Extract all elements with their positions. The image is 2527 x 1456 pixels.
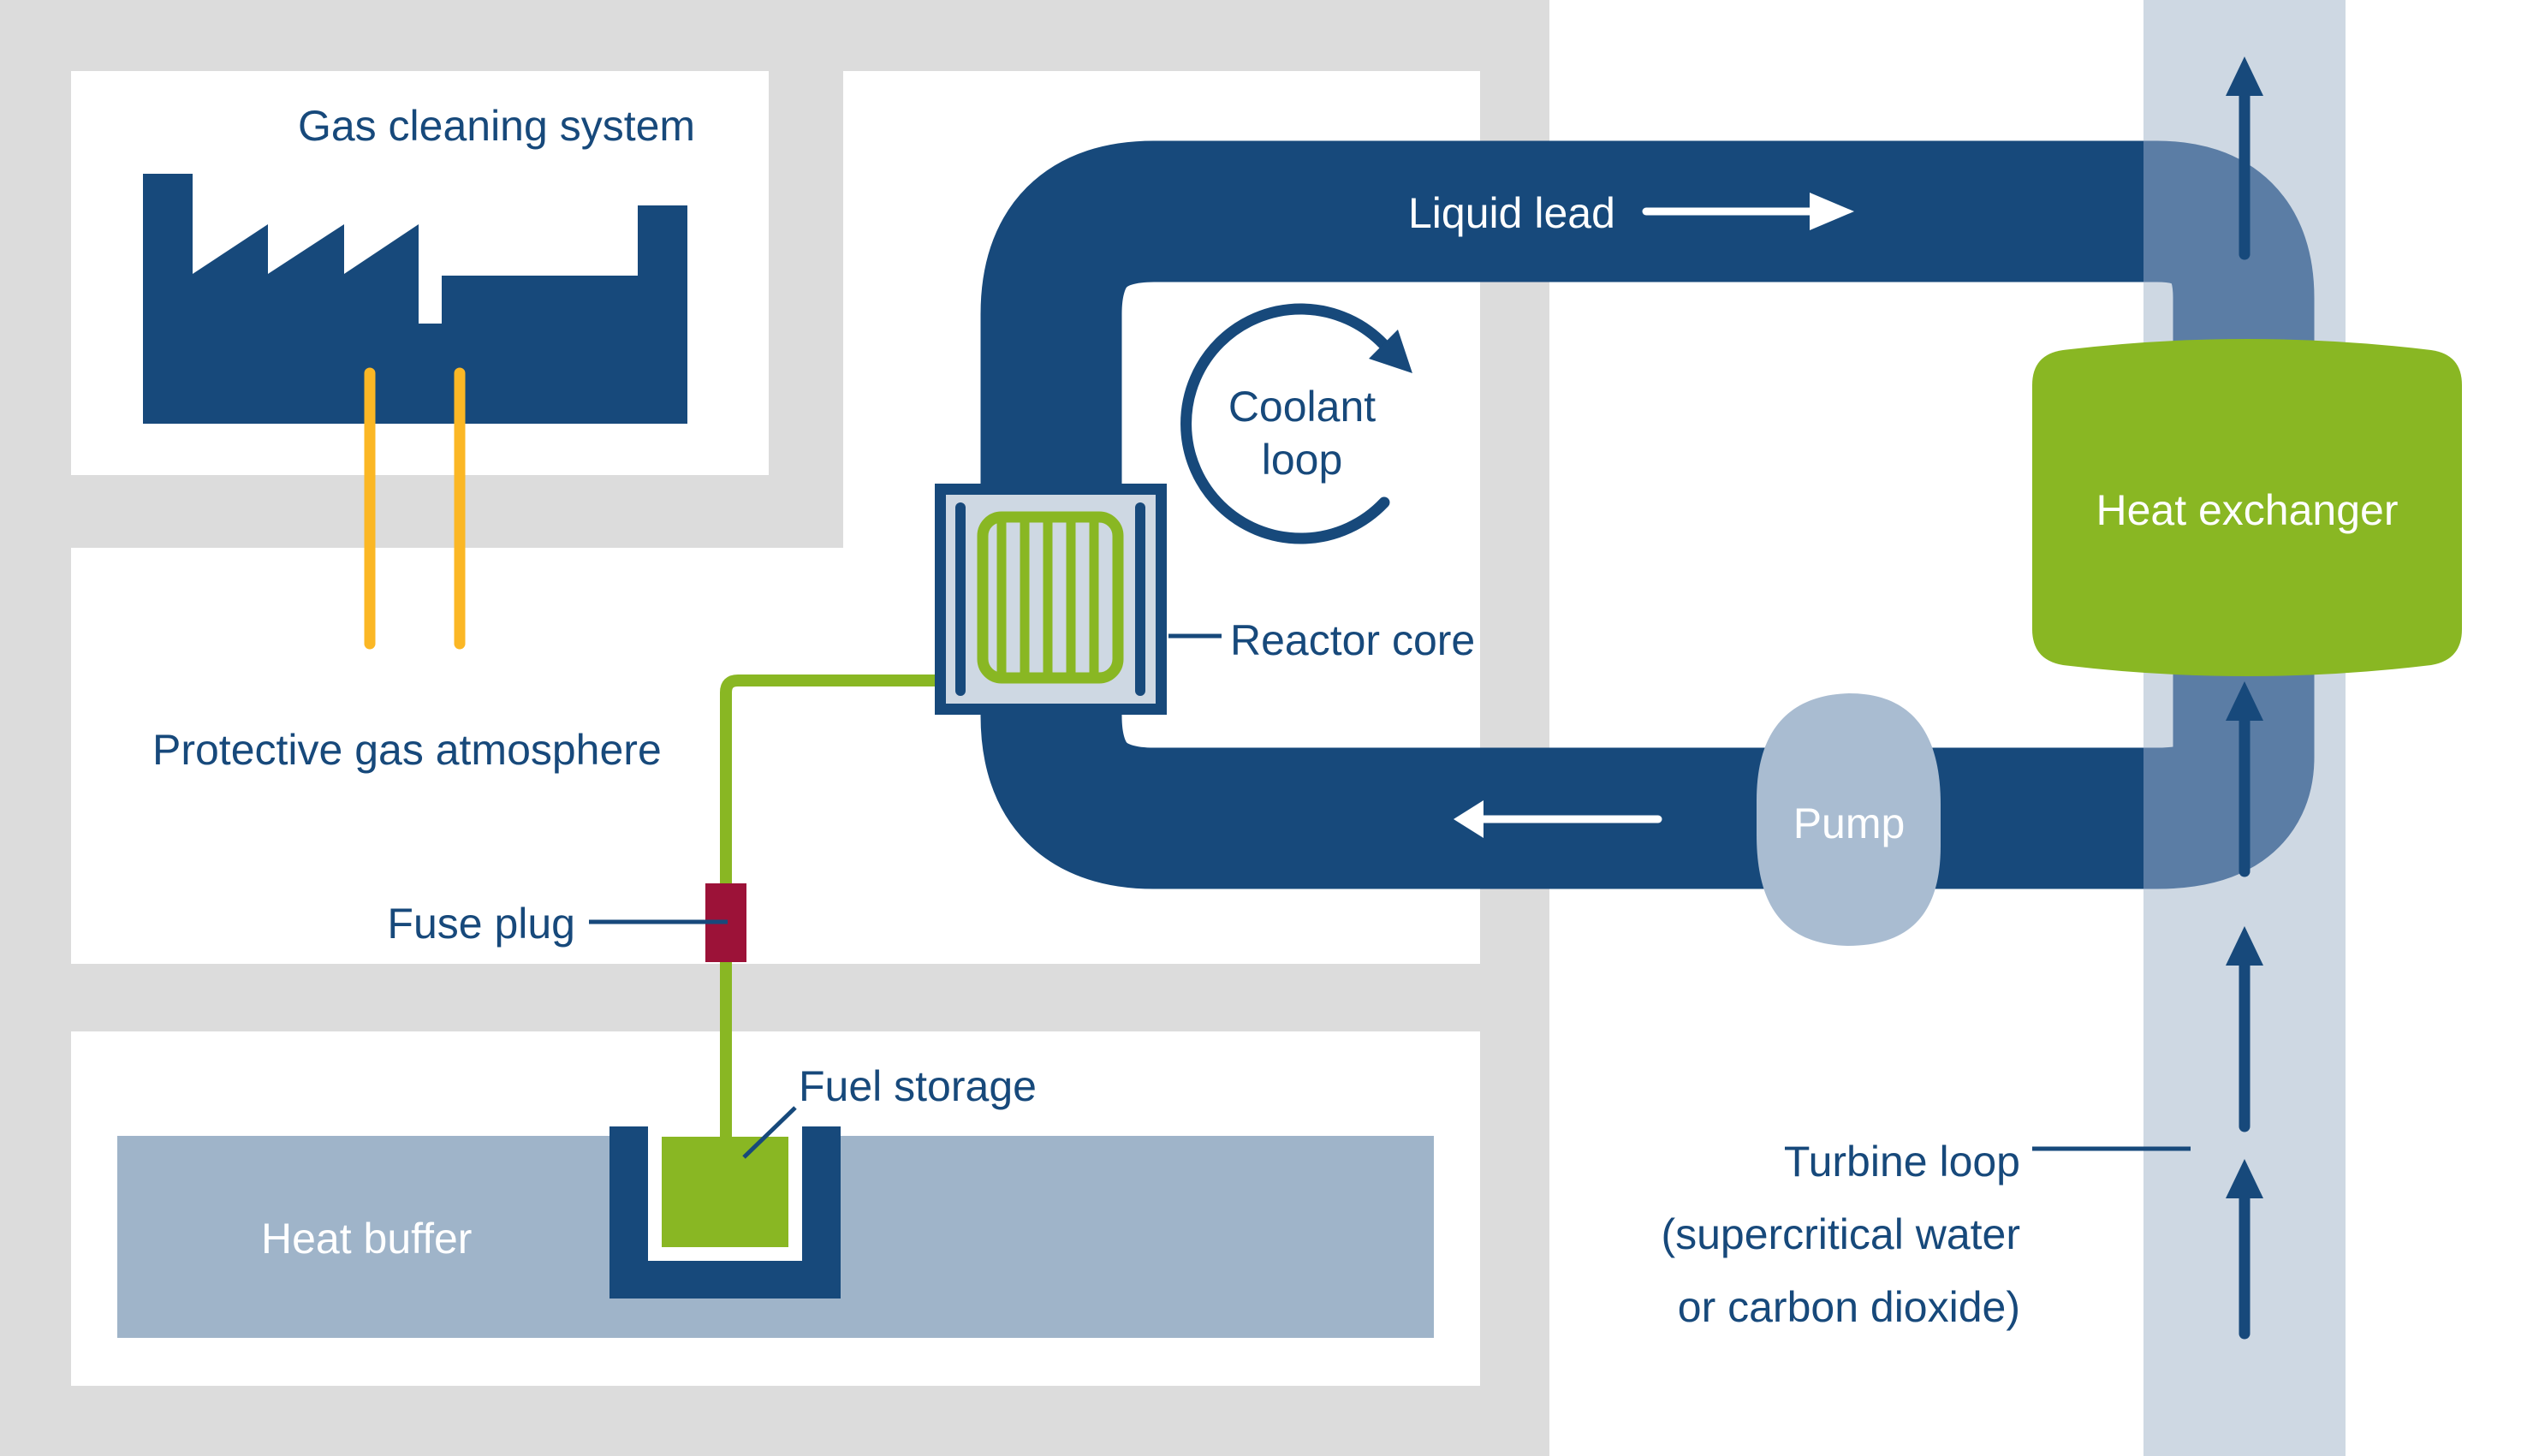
turbine-loop-label-line2: (supercritical water (1661, 1210, 2020, 1258)
factory-icon (143, 174, 687, 424)
reactor-core-icon (935, 484, 1167, 715)
flow-arrow-right-icon (1642, 193, 1854, 230)
turbine-loop-label-line1: Turbine loop (1783, 1138, 2020, 1186)
fuel-storage-label: Fuel storage (799, 1062, 1037, 1110)
heat-exchanger-shape (2032, 339, 2462, 676)
coolant-loop-label-line1: Coolant (1228, 383, 1376, 431)
pump-label: Pump (1793, 799, 1906, 847)
gas-cleaning-label: Gas cleaning system (297, 102, 696, 150)
pipe-in-band (2143, 140, 2315, 889)
coolant-loop-label: Coolant loop (1174, 380, 1430, 486)
heat-exchanger-label: Heat exchanger (2096, 486, 2399, 534)
turbine-loop-label-line3: or carbon dioxide) (1677, 1283, 2020, 1331)
coolant-loop-label-line2: loop (1261, 436, 1343, 484)
liquid-lead-label: Liquid lead (1408, 189, 1615, 237)
fuse-plug-label: Fuse plug (387, 900, 575, 948)
up-arrow-icon-1 (2226, 56, 2263, 260)
up-arrow-icon-4 (2226, 1159, 2263, 1340)
reactor-core-label: Reactor core (1230, 616, 1476, 664)
fuel-storage-callout-line (742, 1106, 797, 1159)
flow-arrow-left-icon (1454, 800, 1662, 838)
up-arrow-icon-3 (2226, 926, 2263, 1132)
turbine-loop-label: Turbine loop (supercritical water or car… (1592, 1126, 2020, 1344)
pump-shape (1757, 693, 1941, 946)
up-arrow-icon-2 (2226, 681, 2263, 877)
protective-gas-label: Protective gas atmosphere (152, 726, 662, 774)
fuel-storage-block (662, 1137, 788, 1247)
heat-buffer-label: Heat buffer (261, 1215, 473, 1263)
green-fuel-line (720, 675, 989, 1138)
